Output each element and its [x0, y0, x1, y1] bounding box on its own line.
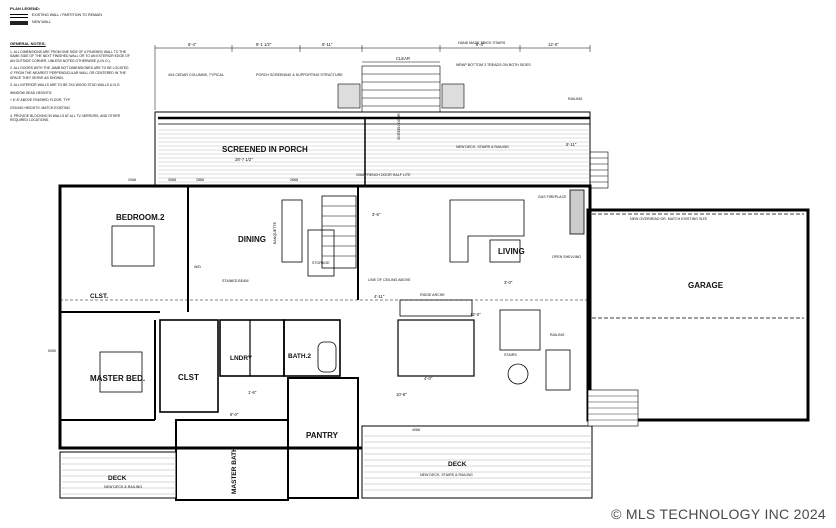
garage-door-lines: [592, 213, 804, 319]
room-deck-right: DECK: [448, 461, 467, 468]
room-living: LIVING: [498, 247, 525, 256]
new-wall-swatch: [10, 20, 28, 25]
ann-new-deck-stairs-bottom: NEW DECK, STAIRS & RAILING: [420, 473, 473, 477]
door-tag-1: 2068: [128, 178, 136, 182]
ann-ridge-arch: RIDGE ARCHE: [420, 293, 445, 297]
ann-fireplace: GAS FIREPLACE: [538, 195, 567, 199]
note-ceiling: CEILING HEIGHTS: MATCH EXISTING: [10, 105, 71, 110]
dim-d7: 1'-6": [248, 390, 257, 395]
screened-porch: [154, 111, 591, 187]
house-walls: [58, 184, 810, 501]
dim-d6: 4'-0": [424, 376, 433, 381]
door-tag-6: 5050: [48, 349, 56, 353]
legend-new-row: NEW WALL: [10, 20, 132, 25]
room-pantry: PANTRY: [306, 431, 339, 440]
room-deck-left: DECK: [108, 475, 127, 482]
room-bedroom2: BEDROOM.2: [116, 213, 165, 222]
legend-existing-row: EXISTING WALL / PARTITION TO REMAIN: [10, 13, 132, 18]
ann-railing-top: RAILING: [568, 97, 583, 101]
ann-screen-door: SCREEN DOOR: [397, 113, 401, 140]
room-bath2: BATH.2: [288, 353, 311, 360]
dim-clear: CLEAR: [396, 56, 410, 61]
ann-stained-beam: STAINED BEAM: [222, 279, 249, 283]
dim-d9: 5'-11": [566, 142, 577, 147]
notes-title: GENERAL NOTES:: [10, 41, 46, 46]
dim-d3: 10'-6": [396, 392, 407, 397]
ann-stairs: STAIRS: [504, 353, 517, 357]
legend-existing-label: EXISTING WALL / PARTITION TO REMAIN: [32, 13, 102, 17]
legend-title: PLAN LEGEND:: [10, 6, 40, 11]
plan-legend: PLAN LEGEND: EXISTING WALL / PARTITION T…: [10, 6, 132, 25]
room-clst: CLST: [178, 373, 199, 382]
legend-new-label: NEW WALL: [32, 20, 52, 24]
steps-right-top: [589, 151, 609, 189]
ann-railing-mid: RAILING: [550, 333, 565, 337]
note-1: 1. ALL DIMENSIONS ARE FROM ONE SIDE OF A…: [10, 49, 130, 63]
dim-top-4: 6'-4": [476, 42, 485, 47]
room-lndry: LNDRY: [230, 355, 253, 362]
decks-bottom: [59, 389, 639, 499]
dim-top-5: 12'-0": [548, 42, 559, 47]
note-4: 4. PROVIDE BLOCKING IN WALLS AT ALL TV, …: [10, 113, 121, 123]
room-dining: DINING: [238, 235, 266, 244]
door-tag-2: 3068: [168, 178, 176, 182]
ann-column: 4X4 CEDAR COLUMNS, TYPICAL: [168, 73, 224, 77]
room-clst-small: CLST.: [90, 293, 108, 300]
dim-d2: 4'-11": [374, 294, 385, 299]
room-garage: GARAGE: [688, 281, 724, 290]
note-2: 2. ALL DOORS WITH THE JAMB NOT DIMENSION…: [10, 66, 129, 80]
dim-top-3: 6'-11": [322, 42, 333, 47]
room-master-bath: MASTER BATH: [231, 447, 238, 494]
room-master-bed: MASTER BED.: [90, 374, 145, 383]
ann-storage: STORAGE: [312, 261, 330, 265]
note-window-value: + 6'-8" ABOVE FINISHED FLOOR, TYP.: [10, 98, 71, 103]
dim-porch-width: 28'-7 1/2": [235, 157, 253, 162]
ann-new-deck-stairs: NEW DECK, STAIRS & RAILING: [456, 145, 509, 149]
ann-wrap: WRAP BOTTOM 3 TREADS ON BOTH SIDES: [456, 63, 531, 67]
existing-wall-swatch: [10, 13, 28, 18]
ann-line-ceiling: LINE OF CEILING ABOVE: [368, 278, 411, 282]
dim-top-1: 6'-4": [188, 42, 197, 47]
ann-door-note: 2068 FRENCH DOOR HALF LITE: [356, 173, 411, 177]
ann-open-shelving: OPEN SHELVING: [552, 255, 581, 259]
door-tag-4: 2668: [290, 178, 298, 182]
top-dimension-strings: [154, 45, 591, 110]
dim-d8: 6'-0": [230, 412, 239, 417]
ann-roof: PORCH SCREENING & SUPPORTING STRUCTURE: [256, 73, 343, 77]
brick-stairs-top: [337, 65, 465, 117]
mls-watermark: © MLS TECHNOLOGY INC 2024: [611, 506, 826, 522]
room-screened-porch: SCREENED IN PORCH: [222, 145, 308, 154]
door-tag-3: 2868: [196, 178, 204, 182]
note-window-title: WINDOW HEAD HEIGHTS:: [10, 90, 53, 95]
ann-new-deck-railing: NEW DECK & RAILING: [104, 485, 142, 489]
note-3: 3. ALL INTERIOR WALLS ARE TO BE 2X4 WOOD…: [10, 83, 121, 88]
dim-d5: 3'-0": [504, 280, 513, 285]
door-tag-5: 4068: [412, 428, 420, 432]
dim-top-2: 9'-1 1/2": [256, 42, 272, 47]
ann-overhead-door: NEW OVERHEAD DR. MATCH EXISTING SIZE: [630, 217, 708, 221]
general-notes: GENERAL NOTES: 1. ALL DIMENSIONS ARE FRO…: [10, 41, 132, 126]
ann-handmade-brick: HAND MADE BRICK STAIRS: [458, 41, 506, 45]
dim-d1: 3'-6": [372, 212, 381, 217]
ann-washer: W/D: [194, 265, 201, 269]
ann-banquette: BANQUETTE: [273, 221, 277, 244]
dim-d4: 12'-0": [470, 312, 481, 317]
